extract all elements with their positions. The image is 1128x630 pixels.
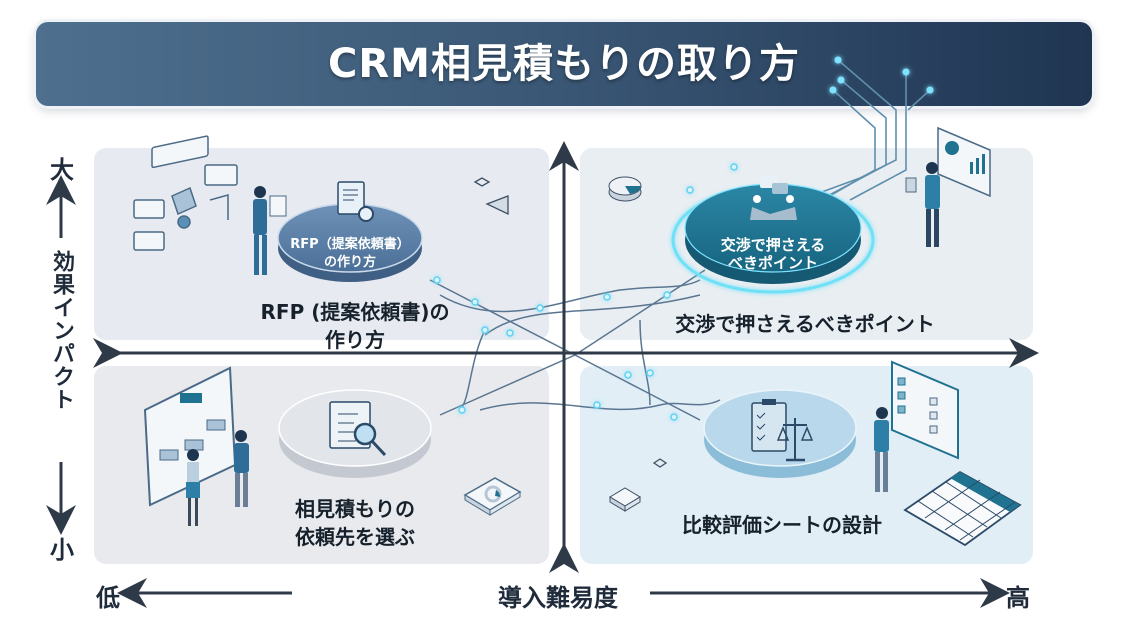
y-axis-low-label: 小 (50, 536, 74, 564)
quadrant-label-bottom-right: 比較評価シートの設計 (682, 513, 882, 537)
disc-label-top-right: 交渉で押さえる べきポイント (720, 236, 826, 272)
checklist-magnifier-icon (329, 401, 387, 457)
handshake-chat-icon (750, 176, 797, 220)
document-gear-icon (337, 181, 374, 222)
circuit-lines (799, 59, 931, 207)
disc-label-top-left: RFP（提案依頼書） の作り方 (290, 237, 410, 270)
pie-chart-block (608, 176, 642, 202)
quadrant-label-top-right: 交渉で押さえるべきポイント (675, 312, 935, 336)
x-axis-title: 導入難易度 (498, 584, 618, 612)
diamond-shape (473, 177, 491, 187)
person-checking-list-and-spreadsheet (874, 360, 1022, 547)
x-axis-high-label: 高 (1006, 584, 1030, 612)
x-axis-low-label: 低 (96, 584, 120, 612)
diamond-shape (652, 458, 668, 468)
clipboard-scales-icon (751, 399, 814, 462)
page-title: CRM相見積もりの取り方 (328, 41, 800, 87)
y-axis-title: 効果インパクト (49, 250, 74, 411)
person-reading-document (253, 186, 287, 275)
two-people-at-flowchart-board (143, 366, 249, 526)
title-banner: CRM相見積もりの取り方 (36, 22, 1092, 106)
small-block-shape (609, 487, 641, 512)
triangle-shape (485, 195, 509, 216)
y-axis-high-label: 大 (50, 156, 74, 184)
connector-curves (429, 269, 721, 421)
quadrant-label-bottom-left: 相見積もりの 依頼先を選ぶ (295, 497, 415, 549)
quadrant-label-top-left: RFP (提案依頼書)の 作り方 (260, 300, 450, 352)
connector-nodes (433, 163, 738, 421)
presenter-with-chart-board (905, 126, 991, 247)
flowchart-illustration (133, 135, 238, 251)
chart-device-box (463, 477, 522, 516)
circuit-nodes (829, 56, 934, 94)
